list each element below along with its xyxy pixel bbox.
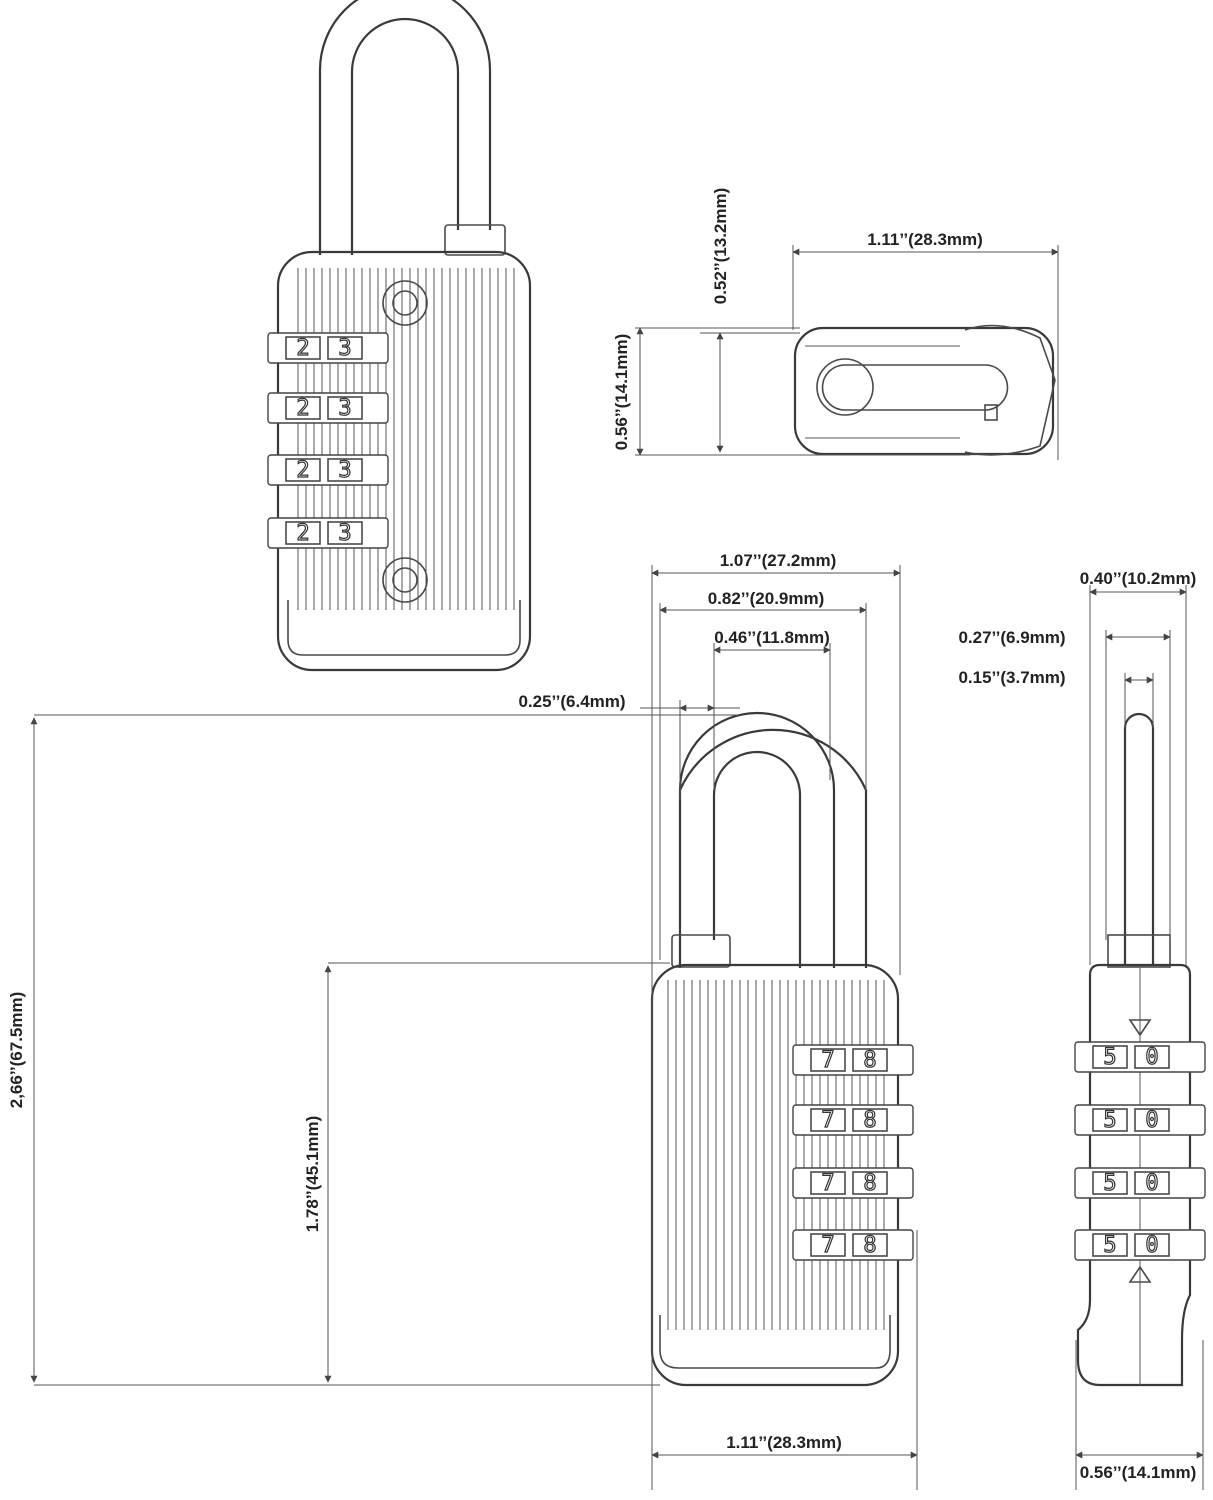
dimension-lines	[30, 245, 1204, 1490]
dial-digit: 2	[296, 458, 309, 483]
dial-digit: 8	[863, 1233, 876, 1258]
back-upper-screw	[382, 280, 428, 326]
dim-body-height: 1.78’’(45.1mm)	[303, 1116, 322, 1233]
dial-digit: 8	[863, 1171, 876, 1196]
dial-digit: 7	[821, 1048, 834, 1073]
dial-digit: 2	[296, 396, 309, 421]
side-shackle	[1123, 712, 1155, 965]
dim-side-width: 0.40’’(10.2mm)	[1080, 569, 1197, 588]
dial-digit: 8	[863, 1108, 876, 1133]
dial-digit: 0	[1145, 1233, 1158, 1258]
dim-side-shackle: 0.15’’(3.7mm)	[958, 668, 1065, 687]
back-lower-screw	[382, 557, 428, 603]
back-shackle	[318, 0, 492, 255]
dial-digit: 5	[1103, 1108, 1116, 1133]
dim-front-shackle-outer: 0.82’’(20.9mm)	[708, 589, 825, 608]
dim-side-depth: 0.56’’(14.1mm)	[1080, 1463, 1197, 1482]
top-shackle-slot	[821, 364, 1009, 411]
dial-digit: 0	[1145, 1108, 1158, 1133]
dim-front-shackle-inner: 0.46’’(11.8mm)	[714, 628, 830, 647]
dim-front-total-width: 1.11’’(28.3mm)	[726, 1433, 842, 1452]
back-body-ribs	[297, 268, 515, 610]
side-arrow-down-icon	[1128, 1019, 1152, 1037]
front-body-ribs	[667, 980, 885, 1330]
dial-digit: 3	[338, 396, 351, 421]
dial-digit: 3	[338, 336, 351, 361]
dial-digit: 5	[1103, 1233, 1116, 1258]
dim-total-height: 2,66’’(67.5mm)	[7, 992, 26, 1109]
dial-digit: 3	[338, 521, 351, 546]
dial-digit: 7	[821, 1233, 834, 1258]
dial-digit: 0	[1145, 1171, 1158, 1196]
dim-top-depth-inner: 0.52’’(13.2mm)	[711, 188, 730, 305]
dial-digit: 0	[1145, 1045, 1158, 1070]
dial-digit: 2	[296, 336, 309, 361]
dim-front-shackle-dia: 0.25’’(6.4mm)	[518, 692, 625, 711]
dial-digit: 5	[1103, 1171, 1116, 1196]
dial-digit: 5	[1103, 1045, 1116, 1070]
dial-digit: 7	[821, 1108, 834, 1133]
top-lock-body	[793, 326, 1055, 456]
side-arrow-up-icon	[1128, 1265, 1152, 1283]
dial-digit: 3	[338, 458, 351, 483]
dial-digit: 7	[821, 1171, 834, 1196]
dial-digit: 8	[863, 1048, 876, 1073]
top-view-lock	[793, 324, 1056, 456]
dim-top-depth-outer: 0.56’’(14.1mm)	[612, 334, 631, 451]
side-lock-body	[1076, 963, 1192, 1387]
front-shackle	[678, 711, 836, 968]
dim-side-mid: 0.27’’(6.9mm)	[958, 628, 1065, 647]
dim-top-width: 1.11’’(28.3mm)	[867, 230, 983, 249]
dial-digit: 2	[296, 521, 309, 546]
dim-front-body-width: 1.07’’(27.2mm)	[720, 551, 837, 570]
